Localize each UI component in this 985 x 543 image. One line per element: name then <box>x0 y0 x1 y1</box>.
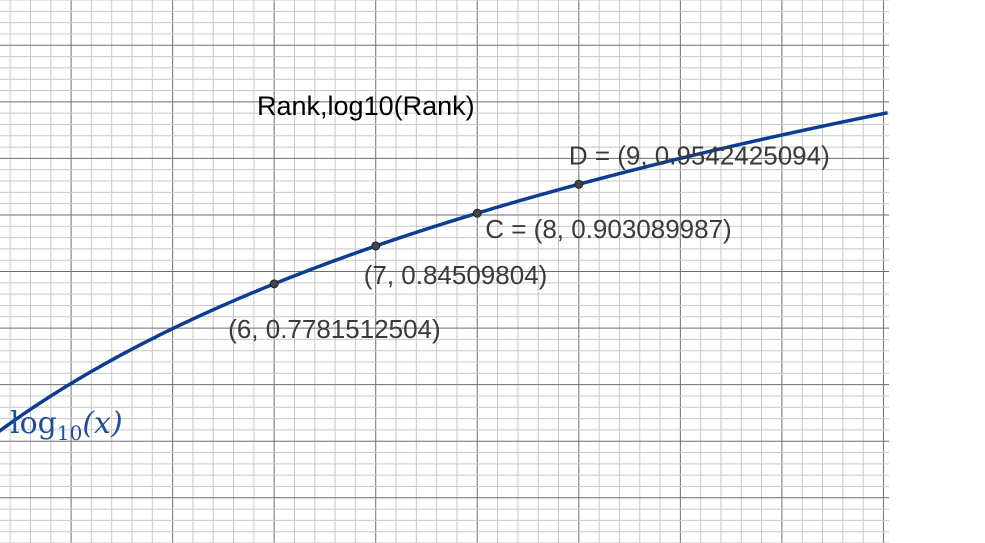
point-label-6: (6, 0.7781512504) <box>228 314 441 344</box>
function-label: log10(x) <box>10 406 123 445</box>
point-7 <box>371 241 381 251</box>
function-label-base: log <box>10 406 57 441</box>
point-9 <box>574 179 584 189</box>
chart-title: Rank,log10(Rank) <box>257 91 475 121</box>
function-label-subscript: 10 <box>57 421 82 445</box>
function-label-arg: (x) <box>82 406 122 441</box>
point-label-7: (7, 0.84509804) <box>364 260 548 290</box>
point-6 <box>269 279 279 289</box>
log10-curve <box>0 111 888 433</box>
point-label-9: D = (9, 0.9542425094) <box>569 140 830 170</box>
point-label-8: C = (8, 0.903089987) <box>485 214 731 244</box>
points-layer <box>269 179 584 289</box>
point-labels-layer: (6, 0.7781512504) (7, 0.84509804) C = (8, … <box>228 140 830 344</box>
point-8 <box>472 208 482 218</box>
grid <box>0 0 889 543</box>
